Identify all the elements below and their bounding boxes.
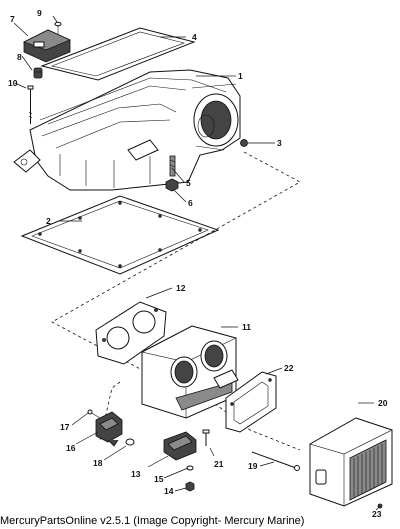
part-20-flame-arrestor [309, 417, 393, 507]
copyright-footer: MercuryPartsOnline v2.5.1 (Image Copyrig… [0, 515, 305, 527]
callout-6: 6 [188, 198, 193, 208]
callout-16: 16 [66, 443, 76, 453]
callout-23: 23 [372, 509, 382, 519]
part-10-bolt [27, 85, 34, 124]
callout-labels: 1 2 3 4 5 6 7 8 9 10 11 12 13 14 15 16 1… [8, 8, 388, 519]
alignment-lines [51, 151, 301, 451]
part-9-screw [54, 21, 62, 34]
part-17-screw [87, 409, 101, 419]
part-11-throttle-body [141, 325, 239, 419]
callout-11: 11 [242, 322, 251, 332]
callout-20: 20 [378, 398, 388, 408]
callout-1: 1 [238, 71, 243, 81]
part-16-sensor [95, 411, 123, 447]
callout-3: 3 [277, 138, 282, 148]
part-1-plenum-housing [13, 69, 241, 191]
part-15-washer [186, 465, 194, 471]
part-14-nut [185, 481, 195, 492]
callout-7: 7 [10, 14, 15, 24]
part-6-nut [165, 178, 179, 192]
callout-9: 9 [37, 8, 42, 18]
part-21-screw [202, 429, 210, 446]
callout-4: 4 [192, 32, 197, 42]
part-12-throttle-gasket [95, 301, 167, 365]
part-18-o-ring [125, 438, 135, 446]
callout-21: 21 [214, 459, 224, 469]
part-19-long-bolt [251, 451, 300, 471]
part-13-bracket [163, 431, 197, 461]
callout-17: 17 [60, 422, 70, 432]
callout-8: 8 [17, 52, 22, 62]
callout-22: 22 [284, 363, 294, 373]
callout-10: 10 [8, 78, 18, 88]
callout-18: 18 [93, 458, 103, 468]
callout-12: 12 [176, 283, 186, 293]
part-2-base-gasket [20, 195, 220, 275]
callout-19: 19 [248, 461, 258, 471]
callout-2: 2 [46, 216, 51, 226]
part-3-plug [240, 139, 248, 147]
part-4-cover-gasket [40, 27, 196, 81]
callout-14: 14 [164, 486, 174, 496]
leader-lines [13, 15, 381, 511]
callout-13: 13 [131, 469, 141, 479]
part-5-stud [169, 155, 176, 177]
part-22-gasket [225, 371, 277, 433]
part-8-grommet [33, 67, 43, 79]
callout-5: 5 [186, 178, 191, 188]
part-7-sensor-block [22, 29, 72, 63]
callout-15: 15 [154, 474, 164, 484]
